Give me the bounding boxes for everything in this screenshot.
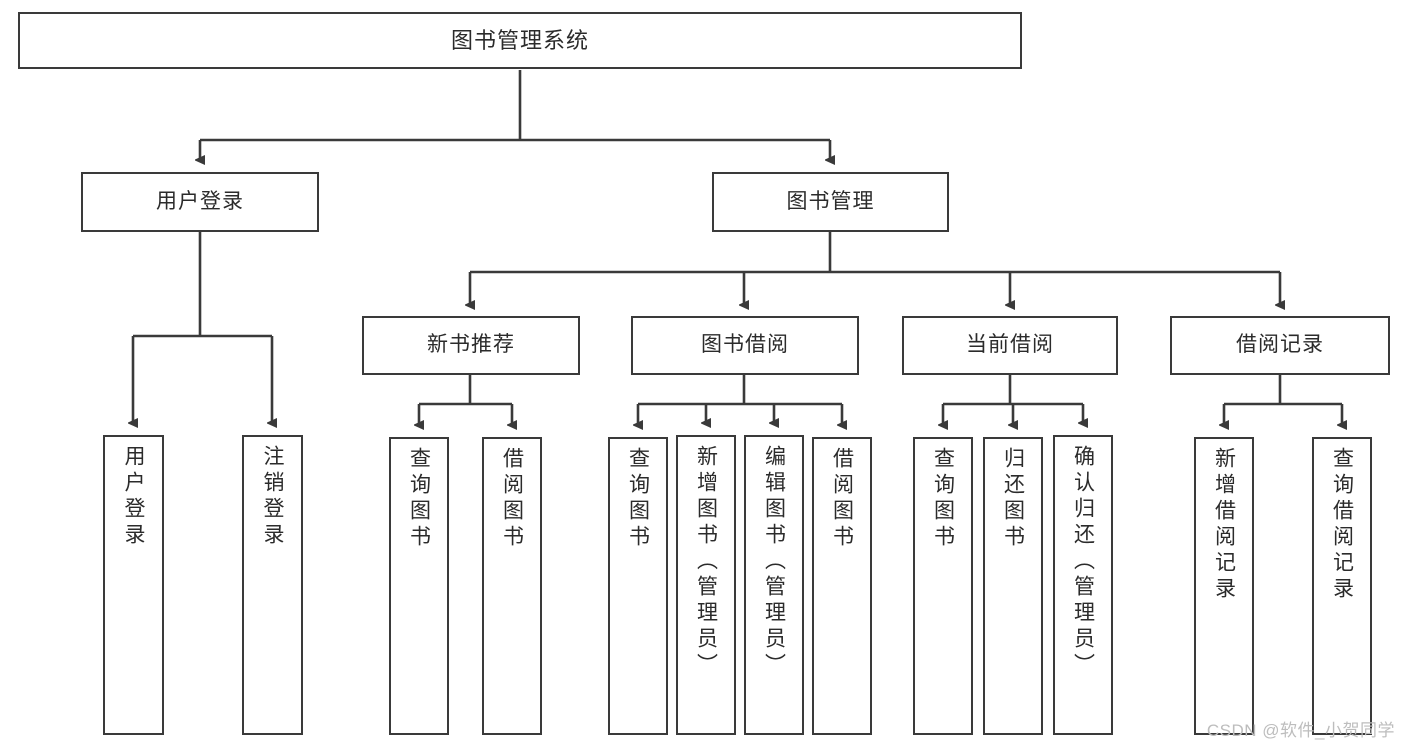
node-borrow-record[interactable]: 借阅记录 xyxy=(1170,316,1390,375)
node-label: 新增借阅记录 xyxy=(1212,447,1236,603)
node-label: 用户登录 xyxy=(156,189,244,213)
node-label: 新书推荐 xyxy=(427,333,515,357)
node-label: 图书管理系统 xyxy=(450,27,589,53)
node-book-borrow[interactable]: 图书借阅 xyxy=(631,316,859,375)
node-new-book-recommend[interactable]: 新书推荐 xyxy=(362,316,580,375)
node-label: 用户登录 xyxy=(122,445,145,549)
node-leaf-query-book-1[interactable]: 查询图书 xyxy=(389,437,449,735)
node-book-manage[interactable]: 图书管理 xyxy=(712,172,949,232)
node-leaf-edit-book[interactable]: 编辑图书（管理员） xyxy=(744,435,804,735)
node-leaf-add-book[interactable]: 新增图书（管理员） xyxy=(676,435,736,735)
node-label: 确认归还（管理员） xyxy=(1071,445,1095,679)
node-leaf-logout[interactable]: 注销登录 xyxy=(242,435,303,735)
node-leaf-confirm-return[interactable]: 确认归还（管理员） xyxy=(1053,435,1113,735)
watermark-text: CSDN @软件_小贺同学 xyxy=(1206,721,1395,740)
node-label: 编辑图书（管理员） xyxy=(762,445,786,679)
node-label: 借阅图书 xyxy=(830,447,854,551)
node-leaf-query-record[interactable]: 查询借阅记录 xyxy=(1312,437,1372,735)
node-label: 注销登录 xyxy=(261,445,284,549)
node-label: 归还图书 xyxy=(1001,447,1025,551)
node-label: 新增图书（管理员） xyxy=(694,445,718,679)
node-leaf-return-book[interactable]: 归还图书 xyxy=(983,437,1043,735)
node-leaf-borrow-book-2[interactable]: 借阅图书 xyxy=(812,437,872,735)
node-root-system[interactable]: 图书管理系统 xyxy=(18,12,1022,69)
node-label: 查询图书 xyxy=(407,447,431,551)
node-leaf-user-login[interactable]: 用户登录 xyxy=(103,435,164,735)
node-user-login[interactable]: 用户登录 xyxy=(81,172,319,232)
node-label: 当前借阅 xyxy=(966,333,1054,357)
node-leaf-query-book-2[interactable]: 查询图书 xyxy=(608,437,668,735)
node-leaf-query-book-3[interactable]: 查询图书 xyxy=(913,437,973,735)
node-label: 借阅图书 xyxy=(500,447,524,551)
node-leaf-borrow-book-1[interactable]: 借阅图书 xyxy=(482,437,542,735)
node-label: 图书管理 xyxy=(786,189,875,213)
node-label: 查询借阅记录 xyxy=(1330,447,1354,603)
node-label: 查询图书 xyxy=(931,447,955,551)
node-current-borrow[interactable]: 当前借阅 xyxy=(902,316,1118,375)
node-label: 借阅记录 xyxy=(1236,333,1324,357)
node-label: 查询图书 xyxy=(626,447,650,551)
node-leaf-add-record[interactable]: 新增借阅记录 xyxy=(1194,437,1254,735)
node-label: 图书借阅 xyxy=(701,333,789,357)
